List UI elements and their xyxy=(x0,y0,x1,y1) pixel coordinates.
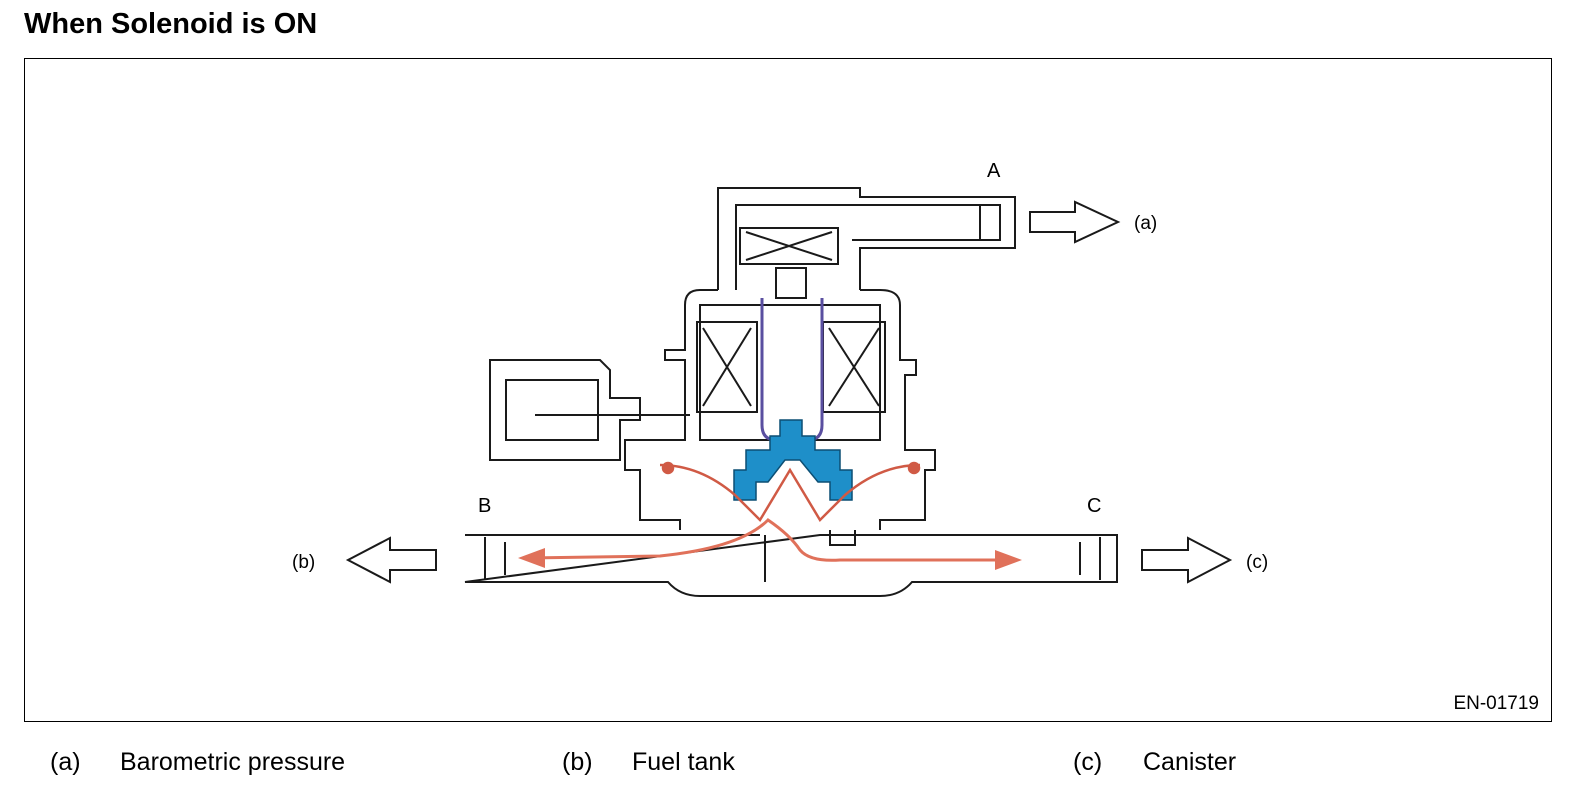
legend-text: Fuel tank xyxy=(632,748,735,776)
main-tube xyxy=(464,530,1118,597)
port-label-a: A xyxy=(987,160,1001,182)
port-a-tube xyxy=(717,187,1016,290)
legend-text: Barometric pressure xyxy=(120,748,346,776)
arrow-label-c: (c) xyxy=(1246,552,1268,573)
electrical-connector xyxy=(489,359,690,461)
port-label-c: C xyxy=(1087,495,1101,517)
small-coil xyxy=(739,227,839,265)
diagram-frame: EN-01719 xyxy=(24,58,1552,722)
legend-key: (c) xyxy=(1073,748,1103,776)
port-label-b: B xyxy=(478,495,491,517)
figure-code: EN-01719 xyxy=(1453,693,1539,714)
arrow-label-a: (a) xyxy=(1134,213,1157,234)
page-title: When Solenoid is ON xyxy=(24,8,318,40)
legend-text: Canister xyxy=(1143,748,1237,776)
arrow-c-icon xyxy=(1141,536,1233,584)
solenoid-housing xyxy=(624,289,936,530)
legend-key: (b) xyxy=(562,748,593,776)
main-coil-left xyxy=(696,321,758,413)
arrow-a-icon xyxy=(1029,200,1121,244)
diaphragm xyxy=(659,461,921,523)
arrow-label-b: (b) xyxy=(292,552,315,573)
plunger xyxy=(760,267,824,442)
flow-arrow xyxy=(518,518,1022,570)
main-coil-right xyxy=(822,321,886,413)
legend-key: (a) xyxy=(50,748,81,776)
arrow-b-icon xyxy=(345,536,437,584)
valve-body xyxy=(733,419,853,501)
